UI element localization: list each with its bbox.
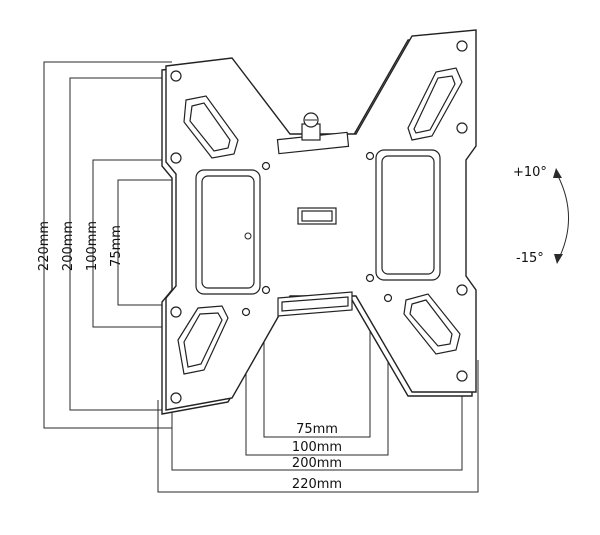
dimension-line-h-220 bbox=[157, 360, 479, 493]
left-cutout bbox=[195, 169, 261, 295]
label-h-100: 100mm bbox=[292, 440, 342, 455]
tilt-indicator: +10° -15° bbox=[513, 165, 569, 266]
mount-plate bbox=[161, 29, 477, 415]
lower-left-slot bbox=[177, 305, 229, 375]
label-h-220: 220mm bbox=[292, 477, 342, 492]
dimension-line-h-100 bbox=[245, 310, 389, 456]
lower-right-slot bbox=[403, 293, 461, 355]
dimension-line-v-220 bbox=[43, 61, 172, 429]
dimension-line-h-75 bbox=[263, 290, 371, 438]
mounting-holes bbox=[170, 40, 468, 404]
label-h-75: 75mm bbox=[296, 422, 338, 437]
label-v-220: 220mm bbox=[37, 221, 52, 271]
center-slot bbox=[297, 207, 337, 225]
right-cutout bbox=[375, 149, 441, 281]
tilt-down-arrow-icon bbox=[554, 254, 563, 264]
dimension-line-v-200 bbox=[69, 77, 172, 411]
bottom-bracket bbox=[277, 291, 353, 317]
vertical-labels: 220mm 200mm 100mm 75mm bbox=[37, 221, 124, 271]
tilt-up-arrow-icon bbox=[553, 168, 562, 178]
label-v-100: 100mm bbox=[85, 221, 100, 271]
label-v-200: 200mm bbox=[61, 221, 76, 271]
label-h-200: 200mm bbox=[292, 456, 342, 471]
tilt-down-label: -15° bbox=[516, 251, 544, 266]
locking-screw bbox=[276, 112, 350, 155]
upper-left-slot bbox=[183, 95, 239, 159]
tilt-up-label: +10° bbox=[513, 165, 547, 180]
label-v-75: 75mm bbox=[109, 225, 124, 267]
horizontal-labels: 75mm 100mm 200mm 220mm bbox=[292, 422, 342, 492]
upper-right-slot bbox=[407, 67, 463, 141]
tilt-arc bbox=[557, 175, 569, 257]
